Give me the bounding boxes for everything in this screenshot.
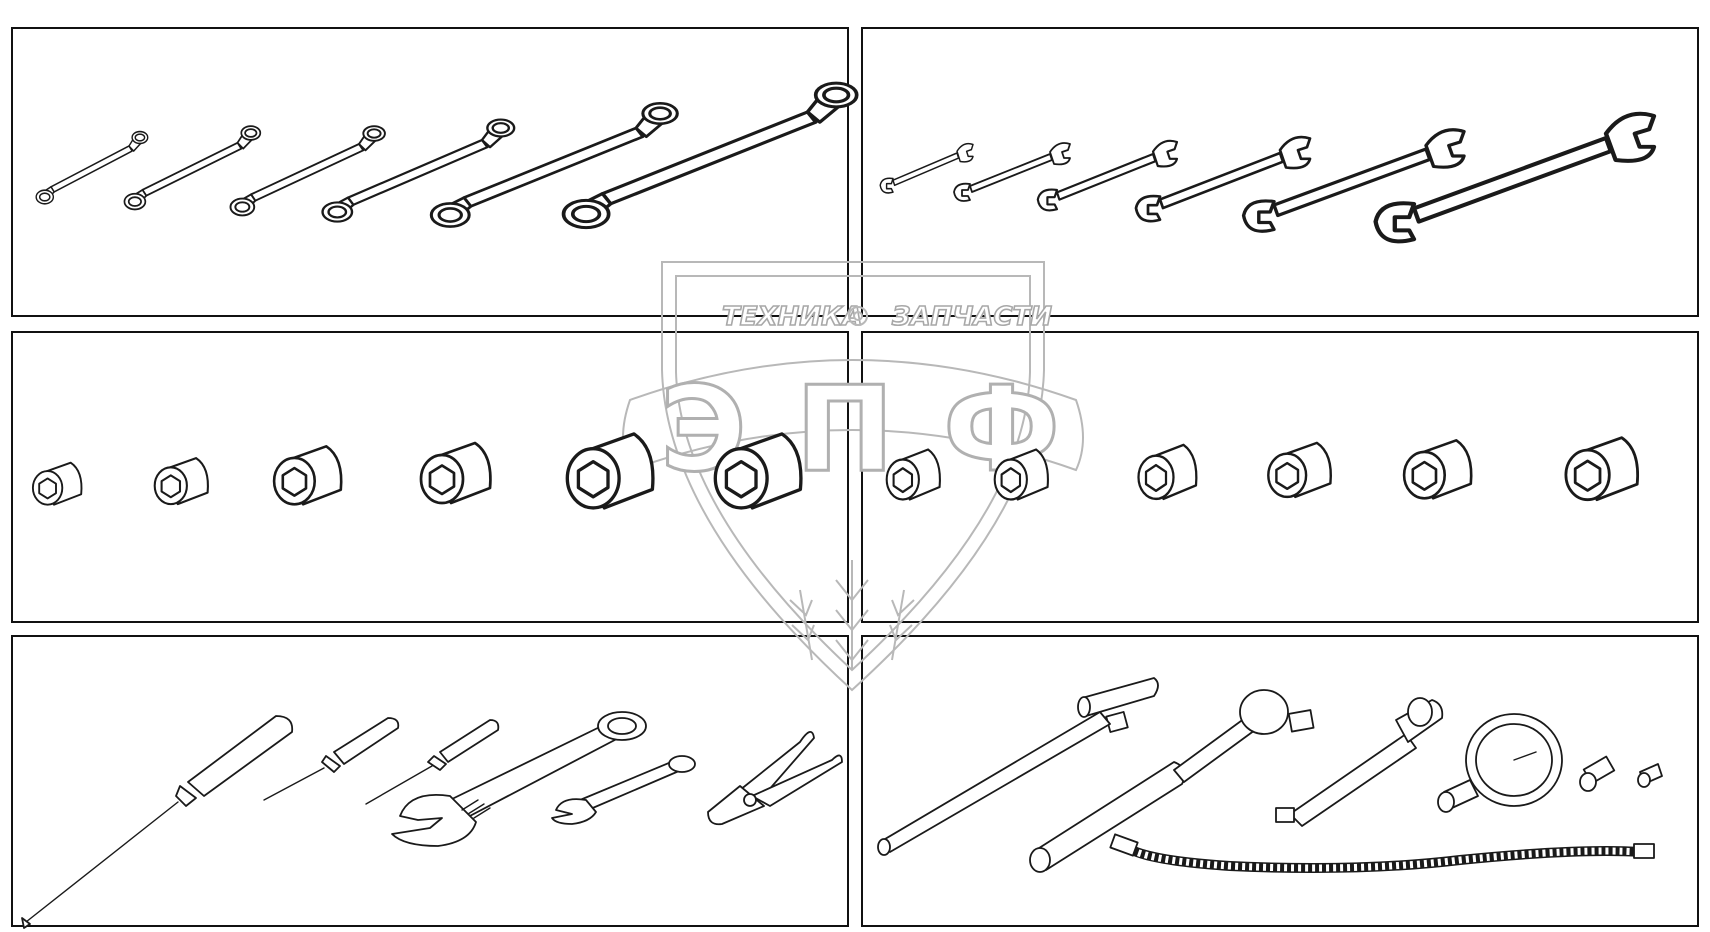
adjustable-wrench-icon: [391, 711, 647, 847]
pliers-icon: [707, 731, 843, 826]
screwdriver-icon: [21, 715, 294, 929]
extension-bar-icon: [1275, 697, 1444, 827]
panel-hand-tools: [11, 635, 849, 927]
adjustable-wrench-small-icon: [551, 755, 696, 825]
gear-icon: [848, 306, 868, 326]
watermark-left-word: ТЕХНИКА: [722, 302, 862, 332]
screwdriver-small-icon: [365, 719, 500, 805]
wheat-icon: [789, 560, 915, 670]
pressure-gauge-icon: [1437, 713, 1563, 813]
adapter-icon: [1579, 755, 1616, 792]
flexible-hose-icon: [1109, 833, 1655, 873]
ratchet-icon: [1029, 689, 1315, 873]
adapter-small-icon: [1637, 763, 1663, 788]
screwdriver-small-icon: [263, 717, 400, 801]
watermark-right-word: ЗАПЧАСТИ: [891, 302, 1052, 332]
t-handle-icon: [877, 677, 1159, 856]
panel-open-end-wrenches: [861, 27, 1699, 317]
